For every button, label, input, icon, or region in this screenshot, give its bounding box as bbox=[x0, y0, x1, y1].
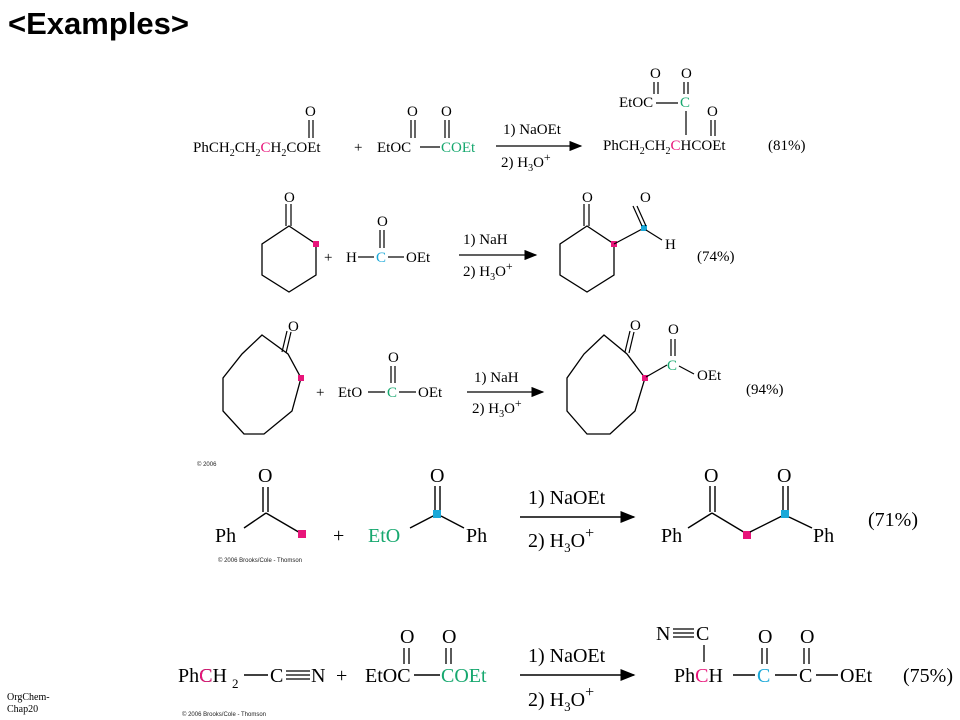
r2-ketone-o: O bbox=[284, 190, 295, 206]
svg-text:C: C bbox=[799, 665, 812, 687]
svg-text:C: C bbox=[270, 665, 283, 687]
reaction-1: PhCH2CH2CH2COEt O + EtOC O COEt O 1) NaO… bbox=[193, 66, 806, 174]
svg-text:Ph: Ph bbox=[813, 525, 834, 547]
svg-text:PhC: PhC bbox=[178, 665, 212, 687]
copyright-1: © 2006 bbox=[197, 462, 217, 468]
svg-text:O: O bbox=[681, 66, 692, 82]
r3-plus: + bbox=[316, 385, 324, 401]
r1-reactant-b-right: COEt bbox=[441, 140, 476, 156]
r1-yield: (81%) bbox=[768, 138, 806, 154]
svg-text:C: C bbox=[387, 385, 397, 401]
svg-text:C: C bbox=[667, 358, 677, 374]
svg-text:O: O bbox=[668, 322, 679, 338]
svg-text:C: C bbox=[757, 665, 770, 687]
svg-text:H: H bbox=[346, 250, 357, 266]
r1-condition-2: 2) H3O+ bbox=[501, 150, 551, 174]
reaction-2: O + H C O OEt 1) NaH 2) H3O+ O O bbox=[261, 190, 735, 293]
slide-title: <Examples> bbox=[8, 6, 189, 41]
svg-text:O: O bbox=[441, 104, 452, 120]
r2-yield: (74%) bbox=[697, 249, 735, 265]
r1-reactant-a: PhCH2CH2CH2COEt bbox=[193, 140, 321, 159]
svg-text:C: C bbox=[376, 250, 386, 266]
r5-plus: + bbox=[336, 665, 347, 687]
r1-reactant-b-left: EtOC bbox=[377, 140, 411, 156]
svg-text:O: O bbox=[758, 626, 772, 648]
svg-text:O: O bbox=[442, 626, 456, 648]
svg-text:O: O bbox=[777, 465, 791, 487]
svg-text:2: 2 bbox=[232, 676, 239, 691]
r5-reactant-a: PhCH bbox=[178, 665, 227, 687]
svg-text:H: H bbox=[665, 237, 676, 253]
svg-text:O: O bbox=[582, 190, 593, 206]
footer-line-1: OrgChem- bbox=[7, 692, 50, 703]
copyright-3: © 2006 Brooks/Cole - Thomson bbox=[182, 712, 267, 718]
svg-text:O: O bbox=[704, 465, 718, 487]
svg-text:O: O bbox=[430, 465, 444, 487]
r3-condition-1: 1) NaH bbox=[474, 370, 519, 386]
r1-product-top-c: C bbox=[680, 95, 690, 111]
r4-condition-1: 1) NaOEt bbox=[528, 487, 606, 509]
r1-plus: + bbox=[354, 140, 362, 156]
r4-product-alpha-marker bbox=[743, 531, 751, 539]
r3-yield: (94%) bbox=[746, 382, 784, 398]
copyright-2: © 2006 Brooks/Cole - Thomson bbox=[218, 558, 303, 564]
r5-yield: (75%) bbox=[903, 665, 953, 687]
r2-plus: + bbox=[324, 250, 332, 266]
r4-plus: + bbox=[333, 525, 344, 547]
svg-text:COEt: COEt bbox=[441, 665, 487, 687]
reaction-3: O + EtO C O OEt 1) NaH 2) H3O+ O C O bbox=[222, 318, 784, 435]
r4-ester-carbon-marker bbox=[433, 510, 441, 518]
svg-text:Ph: Ph bbox=[466, 525, 487, 547]
r3-ketone-o: O bbox=[288, 319, 299, 335]
r5-condition-2: 2) H3O+ bbox=[528, 684, 594, 714]
svg-text:O: O bbox=[400, 626, 414, 648]
r4-product-carbonyl-marker bbox=[781, 510, 789, 518]
svg-text:OEt: OEt bbox=[697, 368, 722, 384]
svg-text:EtO: EtO bbox=[368, 525, 400, 547]
r4-yield: (71%) bbox=[868, 509, 918, 531]
r4-condition-2: 2) H3O+ bbox=[528, 525, 594, 555]
r3-product-alpha-marker bbox=[642, 375, 648, 381]
svg-text:N: N bbox=[311, 665, 325, 687]
svg-text:Ph: Ph bbox=[661, 525, 682, 547]
r3-alpha-marker bbox=[298, 375, 304, 381]
svg-text:O: O bbox=[407, 104, 418, 120]
svg-text:N: N bbox=[656, 623, 670, 645]
r1-carbonyl-o: O bbox=[305, 104, 316, 120]
reaction-5: PhCH PhC 2 C N + EtOC O COEt O 1) NaOEt … bbox=[178, 623, 953, 714]
svg-text:PhCH: PhCH bbox=[674, 665, 723, 687]
r2-product-formyl-marker bbox=[641, 225, 647, 231]
svg-text:OEt: OEt bbox=[840, 665, 873, 687]
svg-text:O: O bbox=[640, 190, 651, 206]
svg-text:O: O bbox=[707, 104, 718, 120]
svg-text:O: O bbox=[388, 350, 399, 366]
r1-product-top: EtOC bbox=[619, 95, 653, 111]
svg-text:O: O bbox=[650, 66, 661, 82]
svg-text:C: C bbox=[696, 623, 709, 645]
svg-text:OEt: OEt bbox=[418, 385, 443, 401]
svg-text:O: O bbox=[377, 214, 388, 230]
svg-text:O: O bbox=[258, 465, 272, 487]
footer-line-2: Chap20 bbox=[7, 704, 39, 715]
r2-alpha-marker bbox=[313, 241, 319, 247]
r1-condition-1: 1) NaOEt bbox=[503, 122, 562, 138]
slide-footer: OrgChem- Chap20 bbox=[7, 692, 50, 716]
r2-condition-2: 2) H3O+ bbox=[463, 259, 513, 283]
svg-text:O: O bbox=[800, 626, 814, 648]
svg-text:O: O bbox=[630, 318, 641, 334]
r3-condition-2: 2) H3O+ bbox=[472, 396, 522, 420]
r5-condition-1: 1) NaOEt bbox=[528, 645, 606, 667]
svg-text:Ph: Ph bbox=[215, 525, 236, 547]
svg-text:EtO: EtO bbox=[338, 385, 362, 401]
svg-text:OEt: OEt bbox=[406, 250, 431, 266]
r1-product-bottom: PhCH2CH2CHCOEt bbox=[603, 138, 726, 157]
r4-alpha-marker bbox=[298, 530, 306, 538]
svg-text:EtOC: EtOC bbox=[365, 665, 411, 687]
r2-condition-1: 1) NaH bbox=[463, 232, 508, 248]
reaction-4: O Ph + EtO O Ph 1) NaOEt 2) H3O+ Ph O bbox=[215, 465, 918, 555]
